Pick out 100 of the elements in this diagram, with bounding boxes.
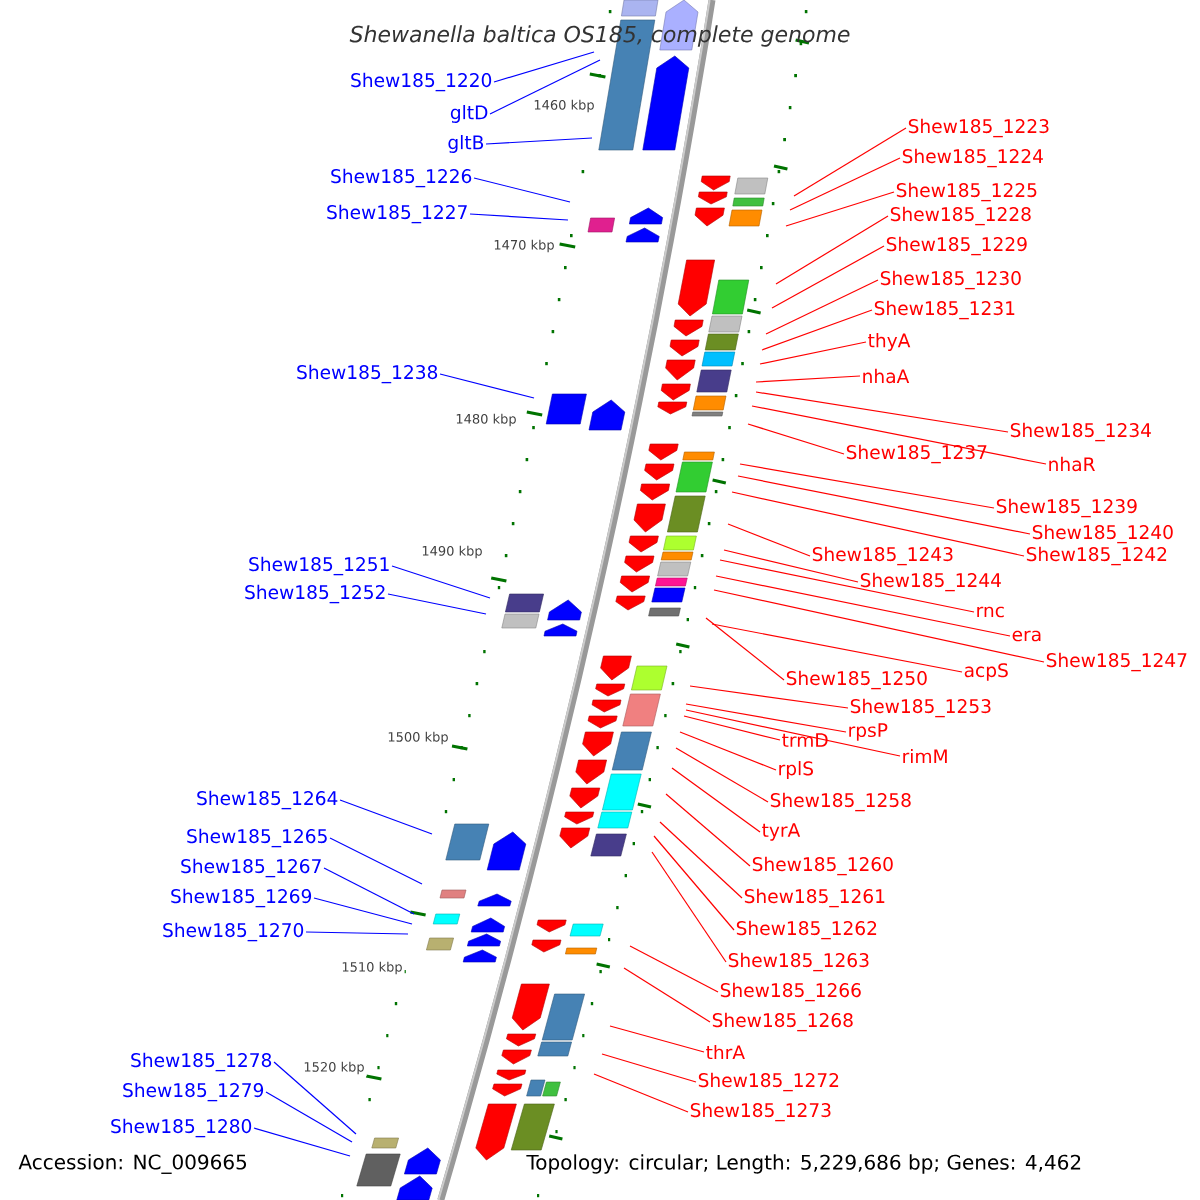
gene-label: Shew185_1243 [812,546,953,566]
gene-label: Shew185_1247 [1046,652,1187,672]
gene-label: Shew185_1265 [187,828,327,848]
leader-line [651,851,727,963]
leader-line [739,463,995,509]
leader-line [339,799,433,835]
gene-label: Shew185_1266 [720,982,861,1002]
gene-label: rimM [903,748,947,764]
leader-line [609,1025,705,1053]
leader-line [775,215,889,285]
leader-line [761,309,873,351]
leader-line [789,157,901,211]
leader-line [771,245,885,309]
gene-label: Shew185_1240 [1032,524,1173,544]
leader-line [489,59,601,115]
leader-line [659,821,743,899]
leader-line [747,423,845,455]
gene-label: Shew185_1262 [736,920,877,940]
leader-line [751,405,1047,465]
gene-label: Shew185_1238 [297,364,438,384]
gene-label: Shew185_1225 [896,182,1037,202]
leader-line [755,375,861,383]
leader-line [653,835,735,931]
leader-line [685,709,901,757]
leader-line [313,897,413,925]
leader-line [387,593,487,615]
gene-label: acpS [964,663,1008,681]
leader-line [675,747,769,803]
gene-label: Shew185_1258 [770,792,911,812]
gene-label: Shew185_1280 [111,1118,252,1138]
leader-line [323,867,415,915]
gene-label: Shew185_1237 [846,444,987,464]
gene-label: Shew185_1272 [698,1072,839,1092]
leader-line [765,279,879,335]
gene-label: thrA [706,1044,745,1060]
leader-line [755,391,1009,433]
leader-line [305,931,409,935]
gene-label: nhaA [863,368,910,384]
leader-line [713,589,1045,663]
footer-text: Topology: circular; Length: 5,229,686 bp; Genes: 4,462 [524,1152,1085,1176]
gene-label: Shew185_1263 [728,952,869,972]
leader-line [593,1073,689,1113]
leader-line [601,1053,697,1083]
gene-label: trmD [782,733,828,747]
gene-label: Shew185_1252 [245,584,385,604]
gene-label: Shew185_1223 [908,118,1049,138]
leader-line [679,731,777,771]
gene-label: rplS [779,761,813,779]
gene-label: Shew185_1268 [712,1012,853,1032]
gene-label: Shew185_1226 [331,168,472,188]
gene-label: Shew185_1267 [181,858,321,878]
gene-label: Shew185_1242 [1026,546,1167,566]
gene-label: Shew185_1228 [890,206,1031,226]
leader-line [685,703,847,733]
gene-label: Shew185_1230 [880,270,1021,290]
leader-line [493,51,595,83]
leader-line [623,967,711,1023]
leader-line [711,623,963,673]
leader-line [759,341,867,365]
gene-label: Shew185_1261 [744,888,885,908]
gene-label: Shew185_1273 [690,1102,831,1122]
leader-line [793,127,907,197]
gene-label: gltD [450,105,488,123]
gene-label: Shew185_1234 [1010,422,1151,442]
gene-label: Shew185_1260 [752,856,893,876]
gene-label: Shew185_1278 [131,1052,272,1072]
leader-line [629,945,719,993]
leader-line [329,837,423,885]
gene-label: Shew185_1224 [902,148,1043,168]
footer-text: Accession: NC_009665 [16,1152,250,1176]
leader-line [665,793,751,867]
leader-line [731,491,1025,557]
gene-label: Shew185_1231 [874,300,1015,320]
leader-line [723,549,859,583]
gene-label: Shew185_1269 [171,888,312,908]
leader-line [727,523,811,557]
leader-line [253,1127,351,1157]
gene-label: Shew185_1253 [850,698,991,718]
gene-label: era [1012,630,1041,642]
leader-line [683,715,781,741]
leader-line [785,191,895,227]
leader-line [439,373,535,399]
leader-line [689,685,849,709]
leader-line [265,1091,353,1143]
gene-label: gltB [448,135,484,153]
gene-label: Shew185_1270 [163,922,304,942]
gene-label: Shew185_1250 [786,670,927,690]
gene-label: tyrA [762,823,801,841]
leader-line [473,177,571,203]
gene-label: rnc [977,606,1004,618]
gene-label: Shew185_1227 [327,204,467,224]
leader-line [737,475,1031,535]
leader-line [469,213,569,221]
gene-label: nhaR [1049,456,1095,472]
leader-line [391,565,491,599]
leader-line [273,1061,357,1135]
gene-label: Shew185_1279 [123,1082,264,1102]
gene-label: Shew185_1239 [996,498,1137,518]
leader-line [705,617,785,681]
gene-label: rpsP [849,723,888,741]
